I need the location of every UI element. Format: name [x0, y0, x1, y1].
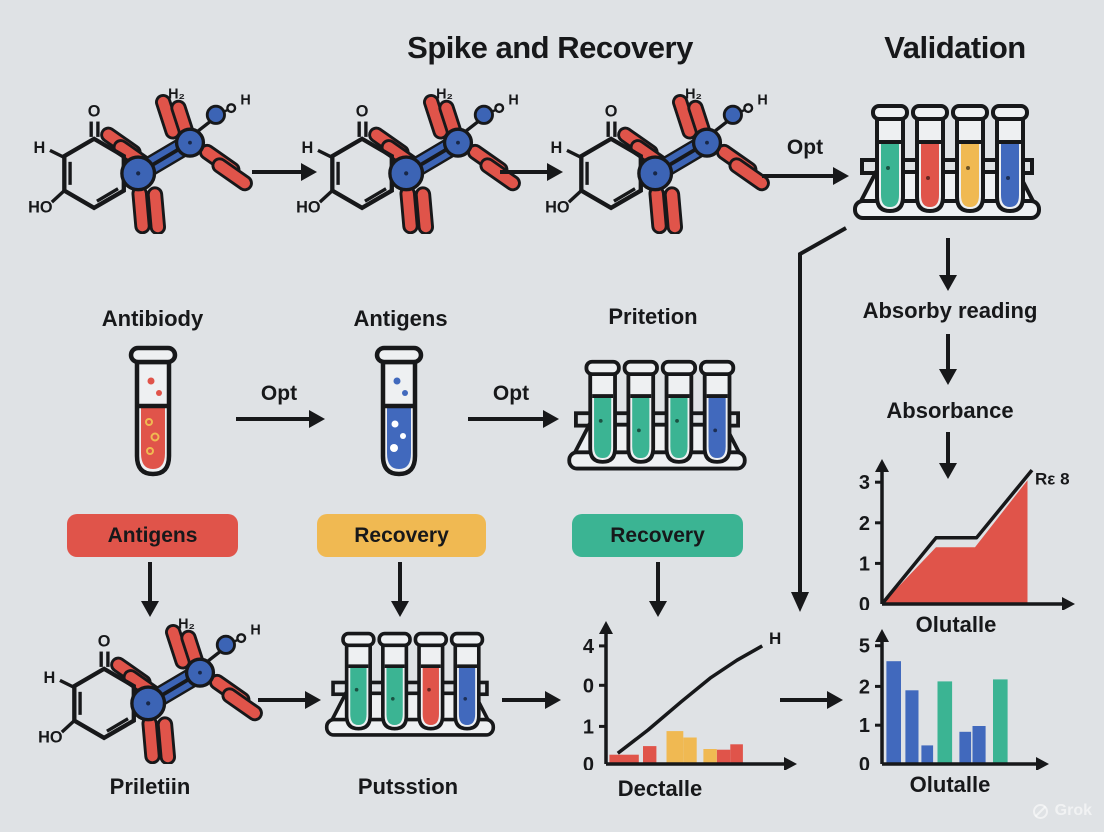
svg-text:1: 1: [583, 716, 594, 738]
opt-label-top: Opt: [786, 136, 824, 159]
svg-text:5: 5: [859, 636, 870, 658]
arrow-right: [762, 167, 849, 185]
bent-arrow-down: [791, 226, 847, 612]
antibody-molecule-3: O H HO H₂ H: [542, 82, 777, 234]
tag-recovery-yellow: Recovery: [317, 514, 486, 557]
chart-xlabel-olutalle-top: Olutalle: [915, 612, 997, 637]
tag-recovery-teal: Recovery: [572, 514, 743, 557]
svg-text:1: 1: [859, 715, 870, 737]
antibody-molecule-2: O H HO H₂ H: [293, 82, 528, 234]
arrow-down: [939, 238, 957, 291]
svg-text:O: O: [356, 103, 369, 121]
svg-text:HO: HO: [38, 729, 62, 747]
recovery-area-chart: 3 2 1 0 Rε 8: [848, 458, 1078, 616]
svg-text:3: 3: [859, 472, 870, 494]
svg-text:H: H: [508, 92, 518, 108]
svg-text:H₂: H₂: [168, 87, 185, 103]
antibody-molecule-1: O H HO H₂ H: [25, 82, 260, 234]
grok-logo-icon: [1032, 803, 1048, 819]
svg-text:Rε 8: Rε 8: [1035, 469, 1070, 488]
svg-text:O: O: [605, 103, 618, 121]
chart-xlabel-olutalle-bottom: Olutalle: [909, 772, 991, 797]
svg-text:O: O: [88, 103, 101, 121]
svg-text:0: 0: [859, 594, 870, 610]
title-validation: Validation: [884, 30, 1026, 65]
test-tube-antibody: [124, 344, 182, 484]
svg-text:H: H: [43, 669, 55, 687]
arrow-down: [939, 432, 957, 479]
arrow-right: [500, 163, 563, 181]
absorbance-label: Absorbance: [886, 398, 1014, 423]
opt-label-mid-2: Opt: [492, 382, 530, 405]
svg-text:H₂: H₂: [685, 87, 702, 103]
svg-text:4: 4: [583, 636, 595, 658]
svg-text:0: 0: [859, 754, 870, 770]
svg-text:HO: HO: [296, 199, 320, 217]
svg-text:HO: HO: [28, 199, 52, 217]
absorby-reading-label: Absorby reading: [862, 298, 1038, 323]
svg-text:0: 0: [583, 675, 594, 697]
arrow-down: [391, 562, 409, 617]
svg-text:H: H: [757, 92, 767, 108]
svg-text:H: H: [769, 629, 781, 648]
grok-watermark-text: Grok: [1054, 802, 1092, 819]
svg-text:H: H: [33, 139, 45, 157]
svg-text:H: H: [240, 92, 250, 108]
dectalle-chart: 4 0 1 0 H: [562, 620, 800, 776]
test-tube-rack-middle: [566, 356, 748, 480]
svg-text:2: 2: [859, 513, 870, 535]
tag-antigens: Antigens: [67, 514, 238, 557]
svg-text:O: O: [98, 633, 111, 651]
priletiin-label: Priletiin: [109, 774, 191, 799]
test-tube-rack-bottom: [324, 618, 496, 756]
arrow-down: [939, 334, 957, 385]
antigens-label: Antigens: [353, 306, 448, 331]
svg-text:H: H: [250, 622, 260, 638]
grok-watermark: Grok: [1032, 802, 1092, 820]
putsstion-label: Putsstion: [357, 774, 459, 799]
antibody-molecule-bottom: O H HO H₂ H: [35, 612, 270, 764]
opt-label-mid-1: Opt: [260, 382, 298, 405]
chart-xlabel-dectalle: Dectalle: [617, 776, 703, 801]
arrow-right: [502, 691, 561, 709]
arrow-down: [649, 562, 667, 617]
arrow-right: [468, 410, 559, 428]
svg-text:H: H: [301, 139, 313, 157]
arrow-right: [236, 410, 325, 428]
svg-text:0: 0: [583, 754, 594, 770]
arrow-right: [780, 691, 843, 709]
svg-text:1: 1: [859, 553, 870, 575]
svg-text:HO: HO: [545, 199, 569, 217]
antibody-label: Antibiody: [101, 306, 204, 331]
svg-text:H₂: H₂: [436, 87, 453, 103]
test-tube-antigens: [370, 344, 428, 484]
pritetion-label: Pritetion: [608, 304, 698, 329]
svg-text:H₂: H₂: [178, 617, 195, 633]
test-tube-rack-validation: [852, 100, 1042, 230]
svg-text:2: 2: [859, 676, 870, 698]
arrow-down: [141, 562, 159, 617]
arrow-right: [258, 691, 321, 709]
arrow-right: [252, 163, 317, 181]
title-spike-and-recovery: Spike and Recovery: [407, 30, 693, 65]
olutalle-bar-chart: 5 2 1 0: [848, 628, 1052, 776]
svg-text:H: H: [550, 139, 562, 157]
